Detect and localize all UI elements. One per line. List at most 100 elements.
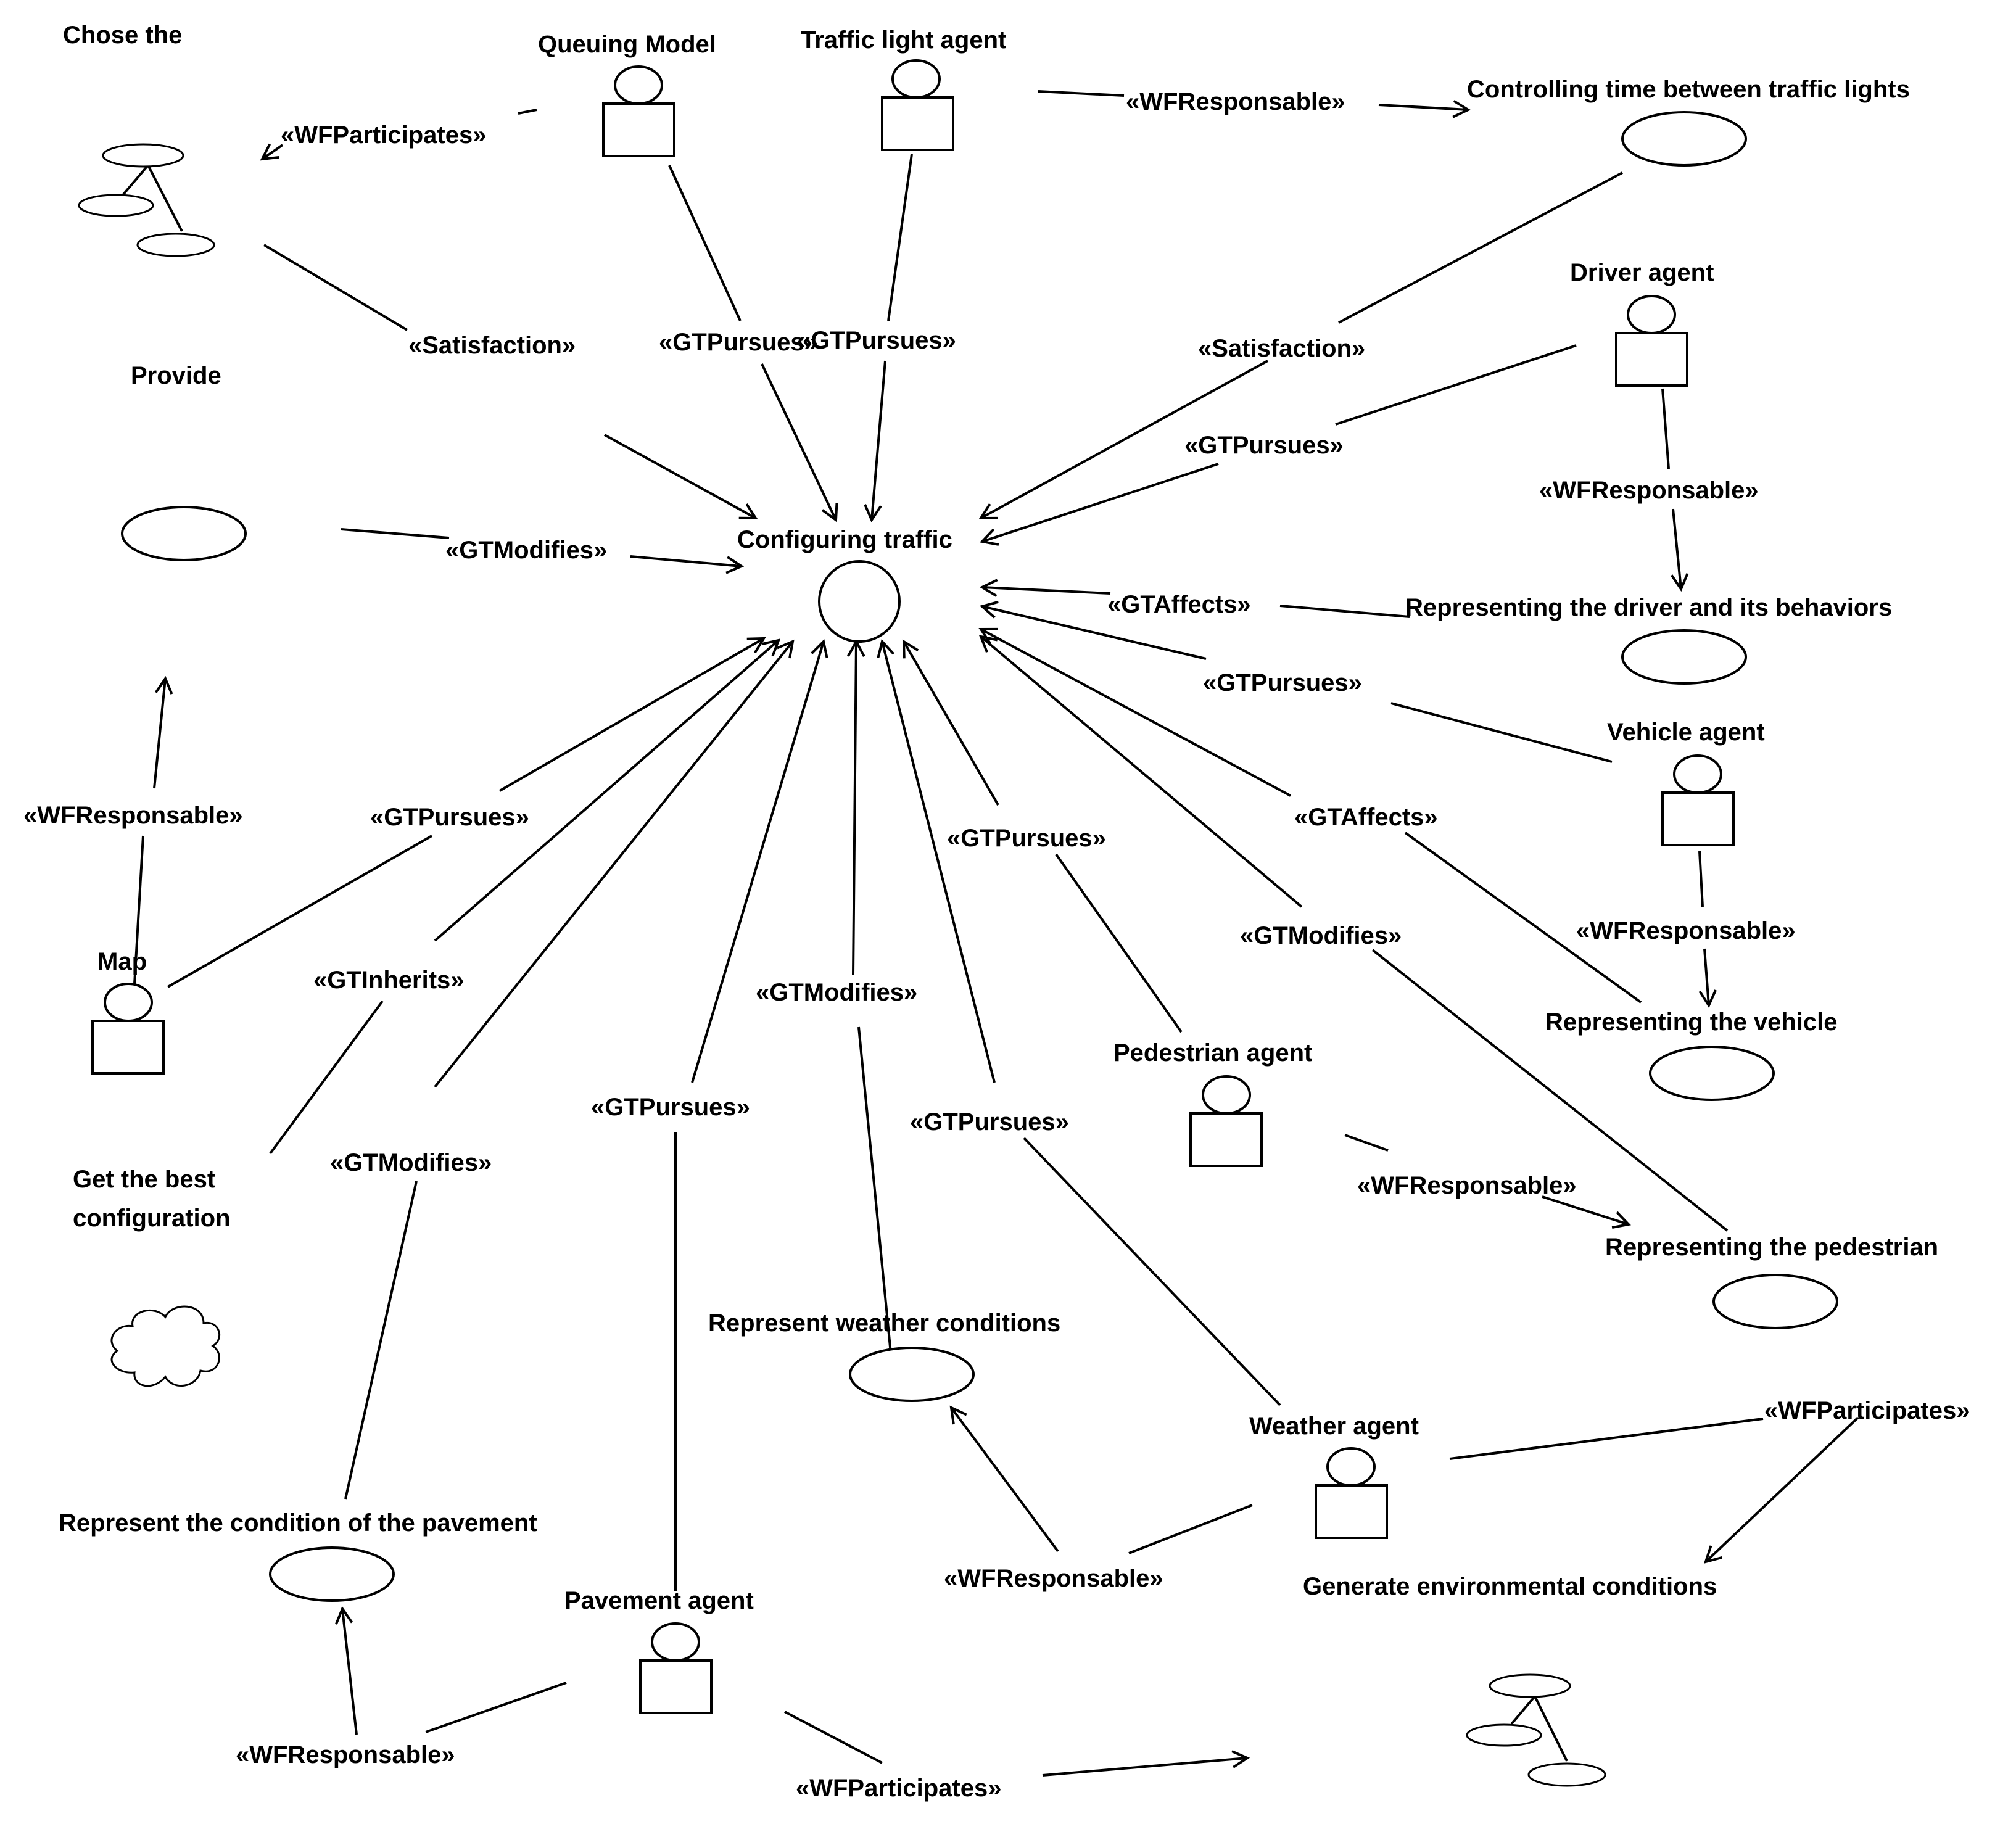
central-goal-circle[interactable]	[818, 560, 901, 643]
agent-pavement[interactable]	[639, 1622, 713, 1714]
rel-wfresponsable-vehicle: «WFResponsable»	[1576, 917, 1796, 944]
edge-driver-wfresp	[1661, 388, 1670, 469]
edge-pedestrian-wfresp-head	[1542, 1195, 1629, 1224]
edge-weather-wfparticipates	[1449, 1418, 1764, 1460]
softgoal-cloud-icon[interactable]	[110, 1305, 221, 1387]
edge-weather-wfresp-head	[951, 1408, 1059, 1553]
rel-wfresponsable-pedestrian: «WFResponsable»	[1357, 1172, 1577, 1199]
edge-map-gtpursues-head	[499, 638, 764, 792]
edge-driver-gtpursues	[1335, 344, 1577, 426]
edge-pavagent-wfresp-head	[342, 1609, 358, 1735]
edge-provide-gtmodifies-head	[630, 555, 742, 566]
agent-driver-label: Driver agent	[1570, 259, 1714, 286]
rel-gtpursues-weather: «GTPursues»	[910, 1108, 1069, 1136]
edge-queuing-gtpursues-head	[761, 363, 836, 520]
goal-rep-driver-ellipse[interactable]	[1621, 629, 1747, 685]
rel-gtaffects-vehicle: «GTAffects»	[1294, 804, 1438, 831]
edge-provide-gtmodifies	[341, 528, 450, 539]
rel-gtmodifies-pedestrian: «GTModifies»	[1240, 922, 1402, 949]
edge-vehicle-wfresp-head	[1704, 948, 1709, 1005]
edge-map-gtpursues	[167, 835, 432, 988]
node-labels: Configuring traffic Queuing Model Traffi…	[59, 22, 1938, 1614]
agent-vehicle-label: Vehicle agent	[1607, 719, 1765, 746]
edge-getbest-gtinherits-head	[434, 640, 779, 942]
agent-pedestrian-label: Pedestrian agent	[1113, 1039, 1312, 1067]
node-rep-weather-label: Represent weather conditions	[708, 1310, 1060, 1337]
edge-weather-wfparticipates-head	[1706, 1416, 1859, 1562]
agent-weather[interactable]	[1315, 1447, 1388, 1539]
edge-pavagent-wfparticipates-head	[1042, 1758, 1247, 1777]
plan-icon-chose[interactable]	[78, 143, 215, 257]
agent-map[interactable]	[91, 983, 165, 1075]
goal-provide-ellipse[interactable]	[121, 506, 247, 561]
rel-wfresponsable-traffic: «WFResponsable»	[1126, 88, 1345, 115]
rel-gtpursues-map: «GTPursues»	[370, 804, 529, 831]
rel-gtpursues-driver: «GTPursues»	[1184, 432, 1344, 459]
edge-weather-wfresp	[1128, 1504, 1253, 1554]
rel-gtmodifies-provide: «GTModifies»	[445, 537, 607, 564]
edge-queuing-chose	[518, 109, 537, 115]
edge-getbest-gtinherits	[269, 1000, 384, 1155]
goal-rep-pedestrian-ellipse[interactable]	[1712, 1274, 1838, 1329]
agent-traffic-light[interactable]	[881, 59, 954, 151]
rel-gtpursues-queuing: «GTPursues»	[659, 329, 818, 356]
rel-wfresponsable-driver: «WFResponsable»	[1539, 477, 1759, 504]
edge-repdriver-gtaffects-head	[982, 587, 1111, 593]
edge-pavagent-gtpursues-head	[691, 642, 824, 1083]
edge-pavagent-wfresp	[425, 1682, 567, 1733]
edge-weather-gtmodifies-head	[853, 642, 856, 975]
edge-pedestrian-gtpursues	[1055, 853, 1183, 1033]
edges	[133, 90, 1859, 1777]
goal-rep-vehicle-ellipse[interactable]	[1649, 1046, 1775, 1101]
rel-gtmodifies-pavement: «GTModifies»	[330, 1149, 492, 1176]
edge-pavagent-wfparticipates	[784, 1711, 883, 1764]
goal-rep-pavement-ellipse[interactable]	[269, 1546, 395, 1602]
plan-icon-generate[interactable]	[1466, 1673, 1606, 1787]
edge-traffic-gtpursues	[887, 154, 913, 321]
edge-vehicle-gtpursues	[1390, 702, 1613, 763]
edge-repvehicle-gtaffects-head	[981, 629, 1291, 797]
node-rep-pedestrian-label: Representing the pedestrian	[1605, 1234, 1938, 1261]
node-getbest-line1: Get the best	[73, 1166, 215, 1193]
edge-map-wfresp-head	[153, 679, 165, 789]
agent-driver[interactable]	[1615, 295, 1688, 387]
rel-gtpursues-pavement: «GTPursues»	[591, 1094, 750, 1121]
edge-pedestrian-gtpursues-head	[904, 642, 999, 806]
rel-gtpursues-pedestrian: «GTPursues»	[947, 825, 1106, 852]
rel-wfparticipates-top: «WFParticipates»	[281, 122, 486, 149]
edge-traffic-wfresp-head	[1378, 105, 1468, 110]
edge-queuing-chose-head	[262, 145, 284, 159]
node-controlling-label: Controlling time between traffic lights	[1467, 76, 1910, 103]
edge-controlling-satisfaction	[1338, 171, 1623, 324]
goal-rep-weather-ellipse[interactable]	[849, 1347, 975, 1402]
rel-gtpursues-traffic: «GTPursues»	[797, 327, 956, 354]
goal-controlling-ellipse[interactable]	[1621, 111, 1747, 167]
edge-chose-satisfaction	[263, 244, 408, 331]
rel-satisfaction-right: «Satisfaction»	[1198, 335, 1365, 362]
edge-pedestrian-wfresp	[1344, 1134, 1389, 1152]
edge-driver-wfresp-head	[1673, 508, 1681, 589]
edge-weatheragent-gtpursues	[1023, 1137, 1281, 1406]
rel-wfresponsable-pavement: «WFResponsable»	[236, 1741, 455, 1768]
node-chose-label: Chose the	[63, 22, 182, 49]
agent-pedestrian[interactable]	[1189, 1075, 1263, 1167]
agent-vehicle[interactable]	[1661, 754, 1735, 846]
rel-wfresponsable-weather: «WFResponsable»	[944, 1565, 1163, 1592]
edge-vehicle-gtpursues-head	[982, 606, 1207, 660]
node-rep-pavement-label: Represent the condition of the pavement	[59, 1509, 537, 1537]
node-generate-label: Generate environmental conditions	[1303, 1573, 1717, 1600]
rel-satisfaction-left: «Satisfaction»	[408, 332, 576, 359]
central-goal-label: Configuring traffic	[737, 526, 952, 553]
agent-queuing-model[interactable]	[602, 65, 675, 157]
edge-driver-gtpursues-head	[982, 463, 1219, 542]
edge-satisfaction-goal	[604, 434, 756, 518]
rel-wfresponsable-map: «WFResponsable»	[23, 802, 243, 829]
node-rep-driver-label: Representing the driver and its behavior…	[1405, 594, 1892, 621]
node-rep-vehicle-label: Representing the vehicle	[1545, 1009, 1837, 1036]
edge-reppedestrian-gtmodifies-head	[981, 637, 1303, 908]
edge-controlling-satisfaction-head	[981, 360, 1268, 518]
rel-gtmodifies-weather: «GTModifies»	[756, 979, 917, 1006]
node-getbest-line2: configuration	[73, 1205, 231, 1232]
agent-queuing-label: Queuing Model	[538, 31, 716, 58]
